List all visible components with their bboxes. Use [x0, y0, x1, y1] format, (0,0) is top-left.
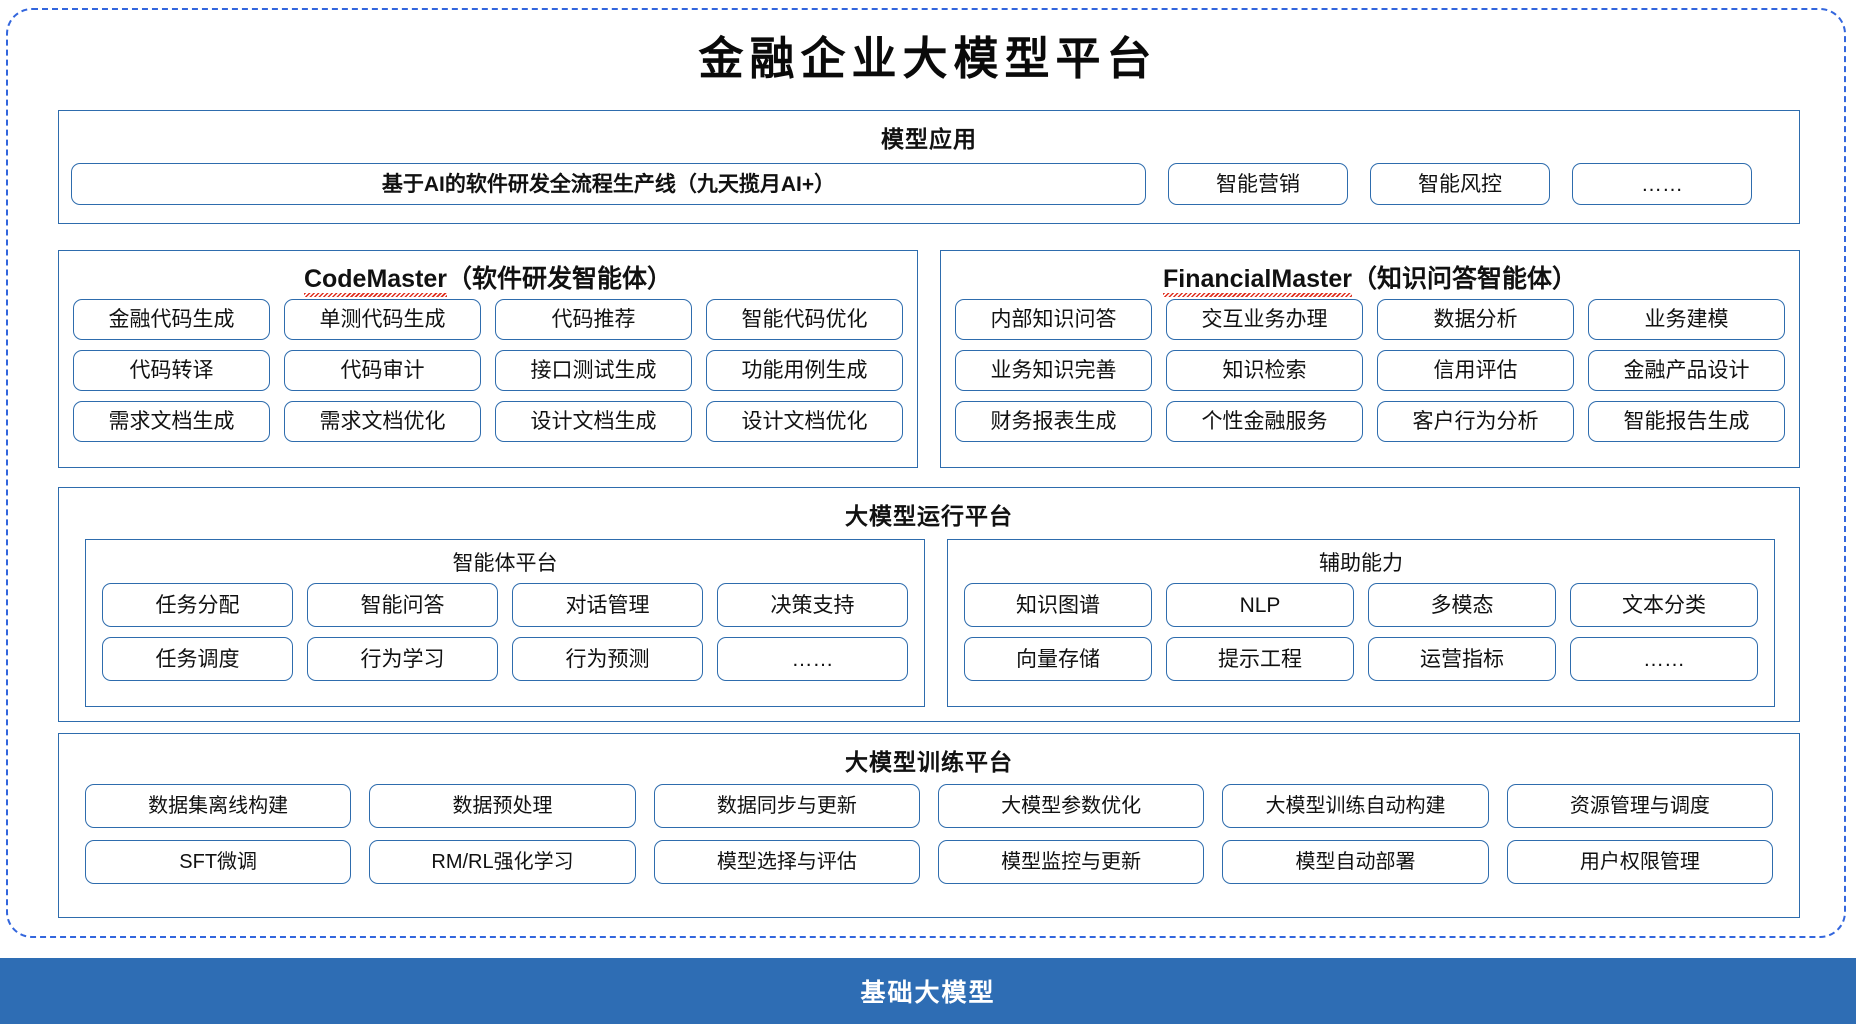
runtime-chip-more[interactable]: ……: [1570, 637, 1758, 681]
runtime-chip[interactable]: 任务调度: [102, 637, 293, 681]
runtime-chip[interactable]: 对话管理: [512, 583, 703, 627]
training-chip[interactable]: 用户权限管理: [1506, 840, 1773, 884]
agent-platform-title: 智能体平台: [452, 552, 558, 575]
financialmaster-panel: FinancialMaster（知识问答智能体） 内部知识问答 交互业务办理 数…: [940, 250, 1800, 468]
capability-chip[interactable]: 设计文档生成: [495, 401, 692, 442]
capability-chip[interactable]: 金融代码生成: [73, 299, 270, 340]
model-application-panel: 模型应用 基于AI的软件研发全流程生产线（九天揽月AI+） 智能营销 智能风控 …: [58, 110, 1800, 224]
model-application-main-item[interactable]: 基于AI的软件研发全流程生产线（九天揽月AI+）: [71, 163, 1146, 205]
codemaster-name-en: CodeMaster: [303, 265, 448, 297]
capability-chip[interactable]: 功能用例生成: [706, 350, 903, 391]
runtime-chip[interactable]: 行为学习: [307, 637, 498, 681]
auxiliary-capability-title: 辅助能力: [1319, 552, 1403, 575]
runtime-chip[interactable]: 向量存储: [964, 637, 1152, 681]
page-title: 金融企业大模型平台: [698, 34, 1158, 84]
capability-chip[interactable]: 业务建模: [1588, 299, 1785, 340]
training-chip[interactable]: 模型选择与评估: [653, 840, 920, 884]
training-chip[interactable]: RM/RL强化学习: [369, 840, 636, 884]
training-chip[interactable]: 资源管理与调度: [1506, 784, 1773, 828]
financialmaster-capability-grid: 内部知识问答 交互业务办理 数据分析 业务建模 业务知识完善 知识检索 信用评估…: [955, 299, 1785, 442]
capability-chip[interactable]: 知识检索: [1166, 350, 1363, 391]
capability-chip[interactable]: 信用评估: [1377, 350, 1574, 391]
model-application-chip-more[interactable]: ……: [1572, 163, 1752, 205]
runtime-chip[interactable]: 智能问答: [307, 583, 498, 627]
capability-chip[interactable]: 需求文档优化: [284, 401, 481, 442]
outer-dashed-frame: [6, 8, 1846, 938]
runtime-chip[interactable]: 多模态: [1368, 583, 1556, 627]
capability-chip[interactable]: 个性金融服务: [1166, 401, 1363, 442]
training-chip[interactable]: 数据同步与更新: [653, 784, 920, 828]
capability-chip[interactable]: 设计文档优化: [706, 401, 903, 442]
agent-platform-grid: 任务分配 智能问答 对话管理 决策支持 任务调度 行为学习 行为预测 ……: [102, 583, 908, 681]
auxiliary-capability-grid: 知识图谱 NLP 多模态 文本分类 向量存储 提示工程 运营指标 ……: [964, 583, 1758, 681]
runtime-chip[interactable]: 文本分类: [1570, 583, 1758, 627]
capability-chip[interactable]: 接口测试生成: [495, 350, 692, 391]
training-chip[interactable]: 数据集离线构建: [85, 784, 352, 828]
training-chip[interactable]: 大模型训练自动构建: [1222, 784, 1489, 828]
capability-chip[interactable]: 内部知识问答: [955, 299, 1152, 340]
training-platform-panel: 大模型训练平台 数据集离线构建 数据预处理 数据同步与更新 大模型参数优化 大模…: [58, 733, 1800, 918]
runtime-chip[interactable]: 任务分配: [102, 583, 293, 627]
capability-chip[interactable]: 金融产品设计: [1588, 350, 1785, 391]
codemaster-capability-grid: 金融代码生成 单测代码生成 代码推荐 智能代码优化 代码转译 代码审计 接口测试…: [73, 299, 903, 442]
capability-chip[interactable]: 业务知识完善: [955, 350, 1152, 391]
training-platform-heading: 大模型训练平台: [845, 749, 1013, 775]
runtime-chip[interactable]: 决策支持: [717, 583, 908, 627]
capability-chip[interactable]: 代码审计: [284, 350, 481, 391]
model-application-row: 基于AI的软件研发全流程生产线（九天揽月AI+） 智能营销 智能风控 ……: [71, 163, 1787, 205]
training-platform-grid: 数据集离线构建 数据预处理 数据同步与更新 大模型参数优化 大模型训练自动构建 …: [85, 784, 1773, 884]
financialmaster-name-cn: （知识问答智能体）: [1351, 265, 1577, 293]
capability-chip[interactable]: 需求文档生成: [73, 401, 270, 442]
financialmaster-name-en: FinancialMaster: [1163, 265, 1352, 297]
agent-platform-box: 智能体平台 任务分配 智能问答 对话管理 决策支持 任务调度 行为学习 行为预测…: [85, 539, 925, 707]
capability-chip[interactable]: 智能报告生成: [1588, 401, 1785, 442]
model-application-heading: 模型应用: [881, 126, 977, 152]
runtime-platform-panel: 大模型运行平台 智能体平台 任务分配 智能问答 对话管理 决策支持 任务调度 行…: [58, 487, 1800, 722]
codemaster-panel: CodeMaster（软件研发智能体） 金融代码生成 单测代码生成 代码推荐 智…: [58, 250, 918, 468]
runtime-chip-more[interactable]: ……: [717, 637, 908, 681]
capability-chip[interactable]: 财务报表生成: [955, 401, 1152, 442]
training-chip[interactable]: 数据预处理: [369, 784, 636, 828]
capability-chip[interactable]: 智能代码优化: [706, 299, 903, 340]
training-chip[interactable]: SFT微调: [85, 840, 352, 884]
training-chip[interactable]: 模型自动部署: [1222, 840, 1489, 884]
runtime-platform-heading: 大模型运行平台: [845, 503, 1013, 529]
runtime-chip[interactable]: 知识图谱: [964, 583, 1152, 627]
codemaster-name-cn: （软件研发智能体）: [447, 265, 673, 293]
capability-chip[interactable]: 交互业务办理: [1166, 299, 1363, 340]
runtime-chip[interactable]: 提示工程: [1166, 637, 1354, 681]
capability-chip[interactable]: 单测代码生成: [284, 299, 481, 340]
financialmaster-title: FinancialMaster（知识问答智能体）: [941, 259, 1799, 297]
foundation-model-bar: 基础大模型: [0, 958, 1856, 1024]
codemaster-title: CodeMaster（软件研发智能体）: [59, 259, 917, 297]
training-chip[interactable]: 模型监控与更新: [938, 840, 1205, 884]
capability-chip[interactable]: 客户行为分析: [1377, 401, 1574, 442]
capability-chip[interactable]: 代码转译: [73, 350, 270, 391]
auxiliary-capability-box: 辅助能力 知识图谱 NLP 多模态 文本分类 向量存储 提示工程 运营指标 ……: [947, 539, 1775, 707]
runtime-chip[interactable]: 运营指标: [1368, 637, 1556, 681]
training-chip[interactable]: 大模型参数优化: [938, 784, 1205, 828]
foundation-model-label: 基础大模型: [860, 979, 996, 1007]
capability-chip[interactable]: 数据分析: [1377, 299, 1574, 340]
runtime-chip[interactable]: 行为预测: [512, 637, 703, 681]
runtime-chip[interactable]: NLP: [1166, 583, 1354, 627]
capability-chip[interactable]: 代码推荐: [495, 299, 692, 340]
model-application-chip-marketing[interactable]: 智能营销: [1168, 163, 1348, 205]
model-application-chip-risk[interactable]: 智能风控: [1370, 163, 1550, 205]
